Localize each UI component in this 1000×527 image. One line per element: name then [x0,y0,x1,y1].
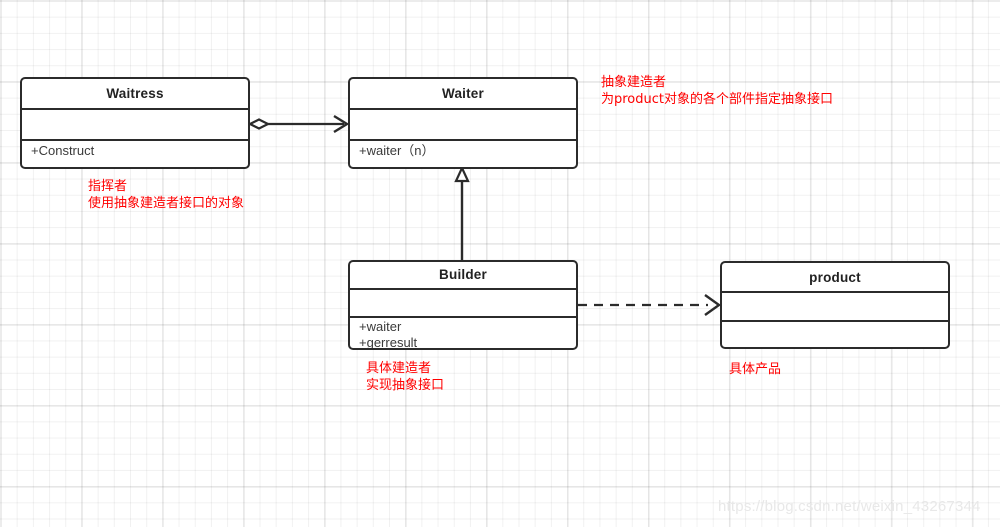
relationship-dependency-builder-product [578,294,722,316]
uml-class-waitress[interactable]: Waitress +Construct [20,77,250,169]
uml-operation: +waiter [359,319,402,334]
relationship-generalization-builder-waiter [454,165,470,260]
relationship-aggregation-waitress-waiter [247,114,350,134]
uml-class-name: Waiter [350,79,576,110]
uml-class-product[interactable]: product [720,261,950,349]
annotation-waiter: 抽象建造者 为product对象的各个部件指定抽象接口 [601,75,834,107]
open-diamond-icon [247,118,271,130]
open-arrow-icon [333,114,350,134]
annotation-product: 具体产品 [729,362,782,377]
open-arrow-icon [704,294,722,316]
uml-class-name: Waitress [22,79,248,110]
uml-operations-compartment: +waiter（n） [350,141,576,167]
uml-attributes-compartment [22,110,248,141]
uml-attributes-compartment [350,290,576,318]
uml-class-name: Builder [350,262,576,290]
annotation-builder: 具体建造者 实现抽象接口 [366,361,445,393]
uml-operations-compartment: +Construct [22,141,248,167]
hollow-triangle-icon [454,165,470,183]
uml-class-builder[interactable]: Builder +waiter +gerresult [348,260,578,350]
uml-operation: +Construct [31,143,95,158]
uml-class-waiter[interactable]: Waiter +waiter（n） [348,77,578,169]
uml-attributes-compartment [350,110,576,141]
uml-operations-compartment: +waiter +gerresult [350,318,576,348]
uml-operation: +waiter（n） [359,143,435,158]
uml-operation: +gerresult [359,335,418,350]
annotation-waitress: 指挥者 使用抽象建造者接口的对象 [88,179,245,211]
uml-operations-compartment [722,322,948,347]
uml-attributes-compartment [722,293,948,322]
uml-class-name: product [722,263,948,293]
watermark: https://blog.csdn.net/weixin_43267344 [718,498,981,515]
